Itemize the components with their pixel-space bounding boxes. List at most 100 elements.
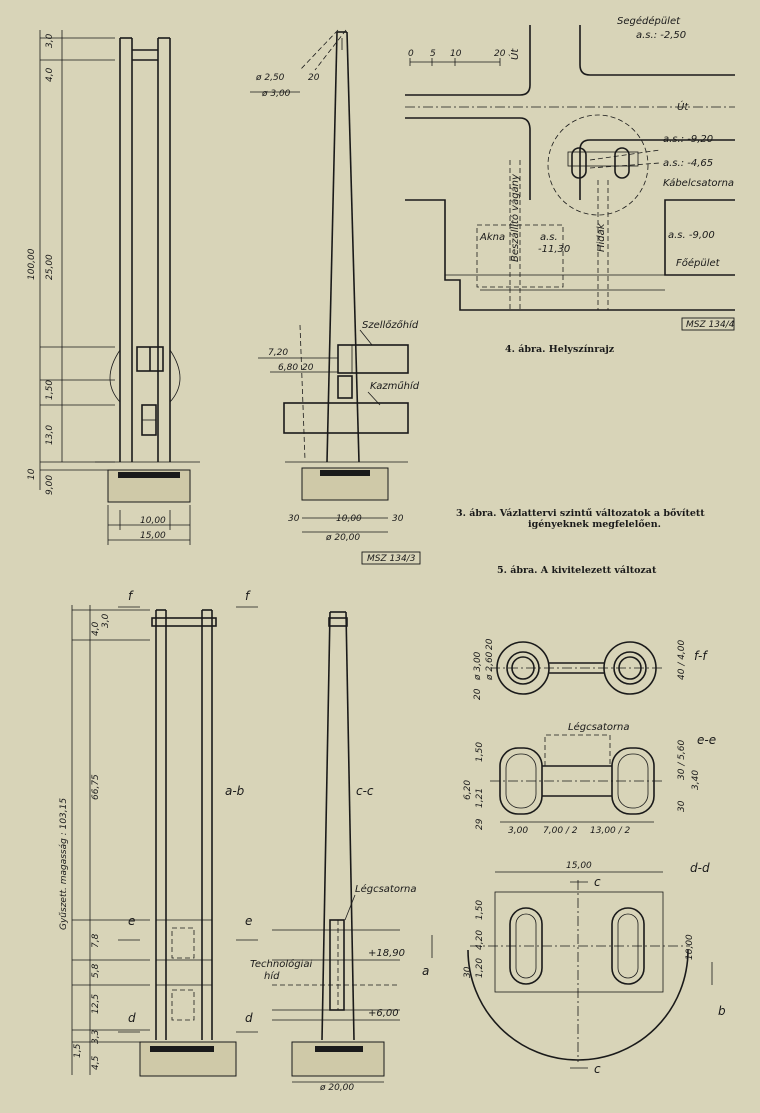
fig5-dim-d20: ø 20,00 xyxy=(319,1083,354,1093)
fig4-scale-20: 20 xyxy=(494,49,506,59)
fig5-mark-d-left: d xyxy=(128,1011,136,1025)
dd-mark-c-bottom: c xyxy=(594,1062,601,1076)
fig5-front-elevation: 4,0 3,0 66,75 7,8 5,8 12,5 3,3 1,5 4,5 G… xyxy=(59,589,258,1077)
fig4-scale-0: 0 xyxy=(408,49,414,59)
fig4-scale-10: 10 xyxy=(450,49,462,59)
fig3-dim-680: 6,80 xyxy=(278,363,298,373)
dd-w1500: 15,00 xyxy=(566,861,592,871)
fig3-dim-20b: 20 xyxy=(302,363,314,373)
ee-d121: 1,21 xyxy=(475,788,485,808)
fig4-caption: 4. ábra. Helyszínrajz xyxy=(505,344,615,355)
fig5-dim-78: 7,8 xyxy=(91,933,101,948)
ee-h30: 30 xyxy=(677,800,687,812)
fig3-dim-10: 10 xyxy=(27,468,37,480)
fig3-dim-25: 25,00 xyxy=(45,254,55,280)
fig5-label-cc: c-c xyxy=(356,784,374,798)
fig4-label-segedepulet: Segédépület xyxy=(617,15,681,27)
fig4-label-akna: Akna xyxy=(479,232,505,243)
ee-h340: 3,40 xyxy=(691,770,701,790)
ee-d620: 6,20 xyxy=(463,780,473,800)
fig3-dia-300: ø 3,00 xyxy=(261,89,291,99)
dd-mark-c-top: c xyxy=(594,875,601,889)
ee-title: e-e xyxy=(697,733,716,747)
dd-d30: 30 xyxy=(463,966,473,978)
fig3-label-szellozohid: Szellőzőhíd xyxy=(362,319,419,331)
dd-h1000: 10,00 xyxy=(685,934,695,960)
fig5-dim-15: 1,5 xyxy=(73,1043,83,1058)
fig3-dim-1-50: 1,50 xyxy=(45,380,55,400)
fig4-label-kabelcsatorna: Kábelcsatorna xyxy=(663,177,734,189)
fig4-label-as465: a.s.: -4,65 xyxy=(663,158,713,169)
fig5-mark-e-left: e xyxy=(128,914,135,928)
ee-h3060: 30 / 5,60 xyxy=(677,739,687,780)
ee-w300: 3,00 xyxy=(508,826,528,836)
fig5-side-section: Légcsatorna +18,90 +6,00 Technológiai hí… xyxy=(250,611,417,1093)
fig5-mark-f-right: f xyxy=(245,589,251,603)
fig5-dim-30: 3,0 xyxy=(101,613,111,628)
fig5-caption: 5. ábra. A kivitelezett változat xyxy=(497,565,657,576)
fig5-dim-33: 3,3 xyxy=(91,1029,101,1044)
fig3-dim-d20: ø 20,00 xyxy=(325,533,360,543)
section-ff: ø 3,00 ø 2,60 20 20 40 / 4,00 f-f xyxy=(473,638,708,700)
fig3-label-kazmuhid: Kazműhíd xyxy=(370,380,420,392)
ff-t20b: 20 xyxy=(473,688,483,700)
fig3-dim-4-0: 4,0 xyxy=(45,67,55,82)
dd-title: d-d xyxy=(690,861,710,875)
fig4-label-as900: a.s. -9,00 xyxy=(668,230,715,241)
fig5-dim-45: 4,5 xyxy=(91,1055,101,1070)
fig4-label-foepulet: Főépület xyxy=(676,257,721,269)
dd-d120: 1,20 xyxy=(475,958,485,978)
ff-d260: ø 2,60 xyxy=(485,651,495,681)
fig3-dim-30a: 30 xyxy=(288,514,300,524)
fig4-label-ut-top: Út xyxy=(508,48,521,60)
ee-d29: 29 xyxy=(475,818,485,830)
dd-mark-a: a xyxy=(422,964,429,978)
ff-t20a: 20 xyxy=(485,638,495,650)
fig3-dim-720: 7,20 xyxy=(268,348,288,358)
fig3-dim-3-0: 3,0 xyxy=(45,33,55,48)
fig3-caption-line2: igényeknek megfelelően. xyxy=(528,519,661,530)
fig5-mark-f-left: f xyxy=(128,589,134,603)
ee-w700: 7,00 / 2 xyxy=(543,826,578,836)
fig5-dim-6675: 66,75 xyxy=(91,774,101,800)
fig4-label-as-b: -11,30 xyxy=(538,244,570,255)
fig3-dim-base-10: 10,00 xyxy=(140,516,166,526)
fig5-label-hid: híd xyxy=(264,970,280,982)
fig5-label-ab: a-b xyxy=(225,784,245,798)
fig3-dim-10-00: 10,00 xyxy=(336,514,362,524)
fig3-dim-30b: 30 xyxy=(392,514,404,524)
fig4-label-hidak: Hidak xyxy=(596,222,607,252)
fig5-label-technologiai: Technológiai xyxy=(250,958,312,970)
fig5-dim-125: 12,5 xyxy=(91,994,101,1014)
fig3-dim-9-00: 9,00 xyxy=(45,475,55,495)
fig5-elev-600: +6,00 xyxy=(368,1008,399,1019)
fig4-label-as250: a.s.: -2,50 xyxy=(636,30,686,41)
fig4-scale-5: 5 xyxy=(430,49,436,59)
fig3-dim-13-0: 13,0 xyxy=(45,425,55,445)
dd-d420: 4,20 xyxy=(475,930,485,950)
fig3-dia-250: ø 2,50 xyxy=(255,73,285,83)
fig3-front-elevation: 3,0 4,0 100,00 25,00 1,50 13,0 10 9,00 1… xyxy=(27,30,200,545)
fig3-caption-line1: 3. ábra. Vázlattervi szintű változatok a… xyxy=(456,508,705,519)
fig4-site-plan: 0 5 10 20 Segédépület a.s.: -2,50 Út Út … xyxy=(405,15,735,355)
ff-title: f-f xyxy=(694,649,708,663)
fig3-dim-100: 100,00 xyxy=(27,248,37,280)
section-ee: Légcsatorna 1,50 6,20 1,21 29 3,00 7,00 … xyxy=(463,721,716,836)
ff-d300: ø 3,00 xyxy=(473,651,483,681)
fig4-stamp: MSZ 134/4 xyxy=(686,320,735,330)
fig5-mark-d-right: d xyxy=(245,1011,253,1025)
fig3-dia-20: 20 xyxy=(308,73,320,83)
dd-mark-b: b xyxy=(718,1004,726,1018)
fig5-dim-58: 5,8 xyxy=(91,963,101,978)
fig4-label-as920: a.s.: -9,20 xyxy=(663,134,713,145)
fig4-label-beszallito: Beszállító vágány xyxy=(509,173,521,262)
fig4-label-ut-mid: Út xyxy=(677,100,689,113)
section-dd: 15,00 10,00 1,50 4,20 30 1,20 d-d c c a … xyxy=(422,861,726,1076)
fig5-height-label: Gyűszett. magasság : 103,15 xyxy=(59,798,69,930)
ee-w1300: 13,00 / 2 xyxy=(590,826,631,836)
fig4-label-as-a: a.s. xyxy=(540,232,558,243)
dd-d150: 1,50 xyxy=(475,900,485,920)
fig5-label-legcsatorna: Légcsatorna xyxy=(355,883,417,895)
fig5-dim-40: 4,0 xyxy=(91,621,101,636)
